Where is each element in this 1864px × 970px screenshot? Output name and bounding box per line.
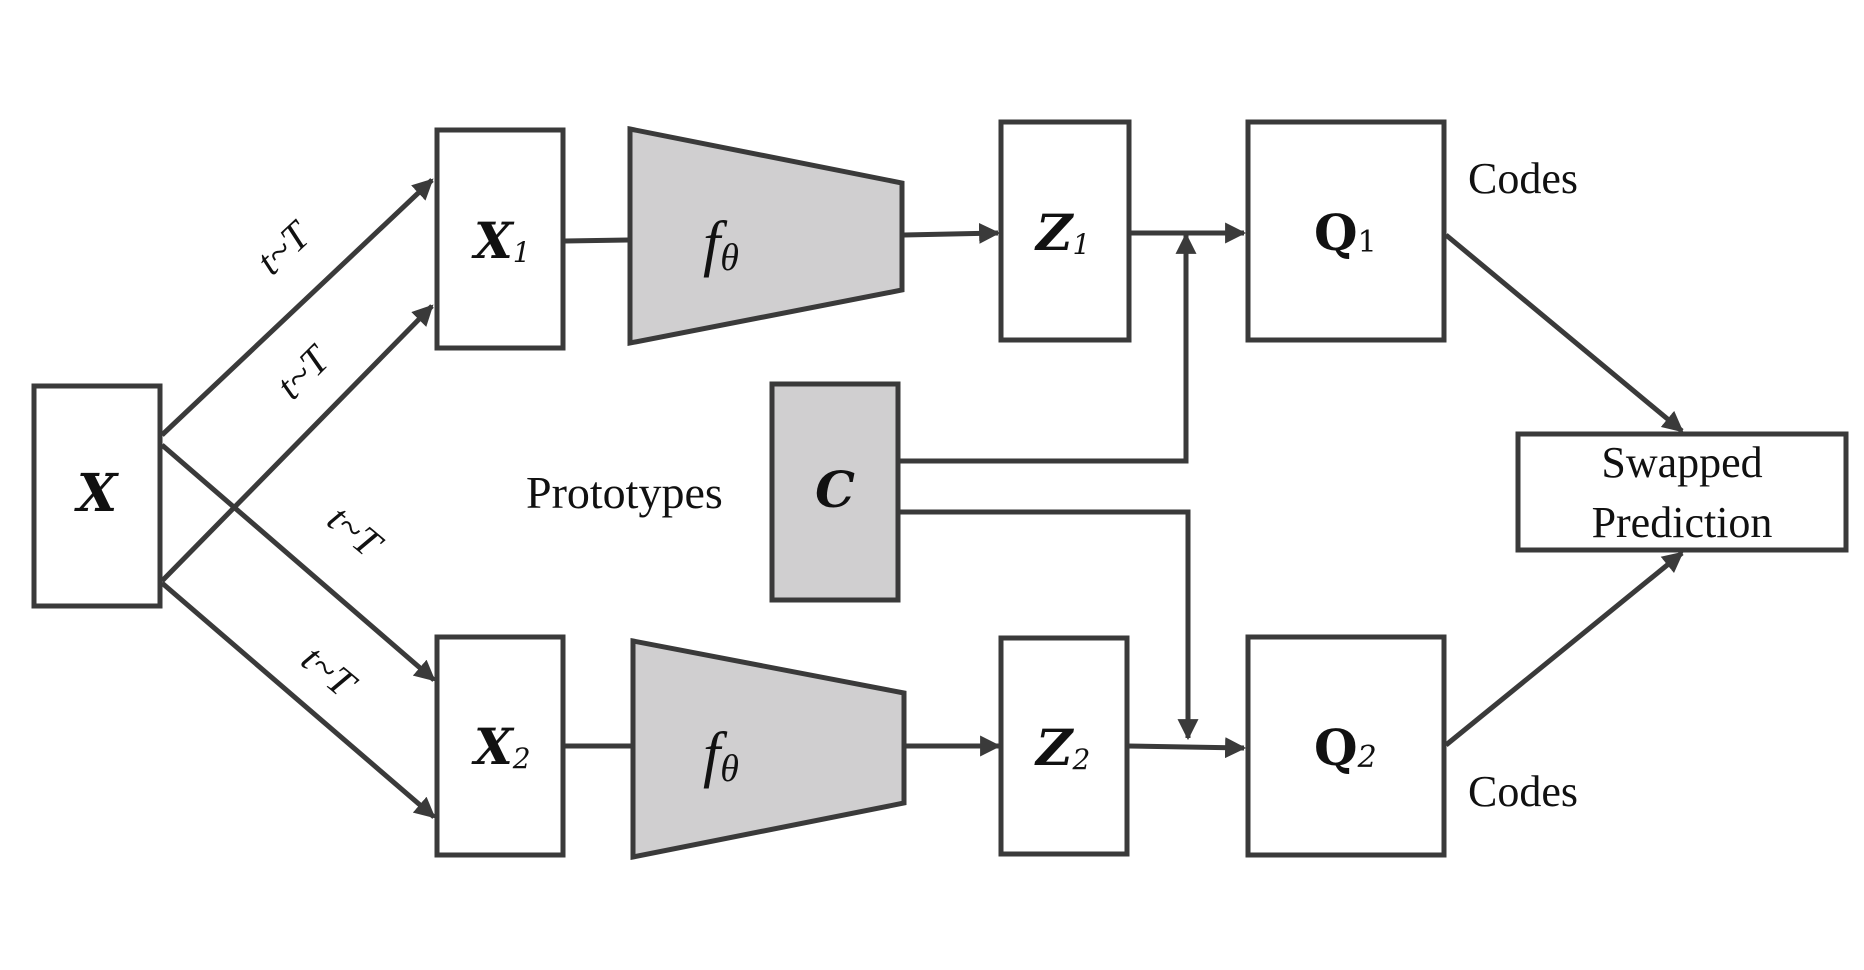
node-swapped-prediction-line1: Swapped xyxy=(1601,438,1762,487)
aug-label-bottom-2: t~T xyxy=(293,636,366,708)
node-view-x1-main: X xyxy=(471,211,515,270)
node-codes-q1: Q1 xyxy=(1245,119,1447,343)
edge-x1-to-encoder xyxy=(564,237,629,244)
edge-x-to-x1-a xyxy=(160,178,434,437)
node-embedding-z1-sub: 1 xyxy=(1073,228,1091,261)
node-view-x2-main: X xyxy=(471,717,515,776)
node-codes-q2-sub: 2 xyxy=(1357,740,1377,775)
node-codes-q1-sub: 1 xyxy=(1358,225,1377,260)
aug-label-top-2: t~T xyxy=(267,335,340,408)
edge-encoder-to-z1 xyxy=(903,222,1001,244)
node-codes-q1-main: Q xyxy=(1314,203,1358,262)
node-codes-q2-label: Q2 xyxy=(1314,718,1377,777)
aug-label-bottom-1: t~T xyxy=(319,496,392,568)
node-encoder-bottom-sub: θ xyxy=(720,748,739,790)
node-encoder-bottom: fθ xyxy=(630,637,907,861)
node-input-x: X xyxy=(31,383,163,609)
node-view-x1-label: X1 xyxy=(471,211,531,270)
node-codes-q2-main: Q xyxy=(1314,718,1358,777)
edge-c-to-q2 xyxy=(900,509,1199,741)
edge-x-to-x1-b xyxy=(160,304,434,583)
edge-x-to-x2-a xyxy=(160,443,436,682)
node-input-x-label: X xyxy=(74,463,120,524)
node-embedding-z2-main: Z xyxy=(1034,718,1075,777)
node-encoder-top-sub: θ xyxy=(720,237,739,279)
node-codes-q2: Q2 xyxy=(1245,634,1447,858)
node-encoder-top: fθ xyxy=(627,125,905,347)
node-embedding-z2: Z2 xyxy=(998,635,1130,857)
node-view-x1-sub: 1 xyxy=(513,236,531,269)
edge-x-to-x2-b xyxy=(160,581,436,819)
edge-z2-to-q2 xyxy=(1127,737,1247,759)
edge-c-to-q1 xyxy=(900,232,1197,464)
node-view-x2-label: X2 xyxy=(471,717,531,776)
node-embedding-z1: Z1 xyxy=(998,119,1132,343)
prototypes-label: Prototypes xyxy=(526,467,723,518)
aug-label-top-1: t~T xyxy=(247,211,320,283)
edge-q1-to-swapped xyxy=(1444,233,1684,433)
node-encoder-bottom-label: fθ xyxy=(703,721,739,790)
node-view-x2-sub: 2 xyxy=(512,742,531,775)
node-embedding-z1-label: Z1 xyxy=(1034,203,1090,262)
node-embedding-z1-main: Z xyxy=(1034,203,1075,262)
node-swapped-prediction-line2: Prediction xyxy=(1592,498,1773,547)
codes-label-bottom: Codes xyxy=(1468,767,1578,816)
edge-q2-to-swapped xyxy=(1444,551,1684,747)
node-swapped-prediction: Swapped Prediction xyxy=(1515,431,1849,553)
node-encoder-top-label: fθ xyxy=(703,210,739,279)
node-prototypes-c-label: C xyxy=(815,460,855,519)
codes-label-top: Codes xyxy=(1468,154,1578,203)
node-prototypes-c: C xyxy=(769,381,901,603)
node-codes-q1-label: Q1 xyxy=(1314,203,1377,262)
node-embedding-z2-sub: 2 xyxy=(1072,743,1091,776)
node-view-x2: X2 xyxy=(434,634,566,858)
node-view-x1: X1 xyxy=(434,127,566,351)
node-embedding-z2-label: Z2 xyxy=(1034,718,1090,777)
